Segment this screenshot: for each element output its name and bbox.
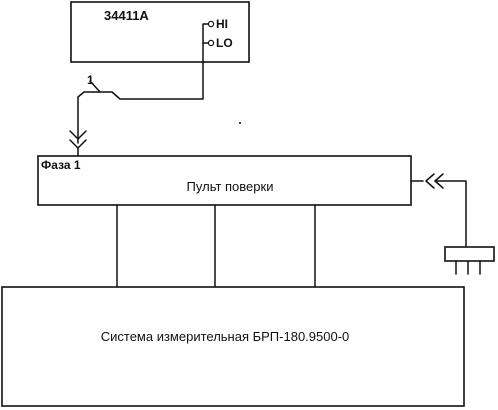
- multimeter-model: 34411A: [104, 8, 149, 23]
- phase-label: Фаза 1: [41, 158, 81, 172]
- plug-body: [444, 246, 495, 262]
- measuring-system: Система измерительная БРП-180.9500-0: [1, 286, 465, 407]
- system-title: Система измерительная БРП-180.9500-0: [101, 329, 350, 344]
- lo-terminal-label: LO: [216, 36, 233, 50]
- hi-terminal-label: HI: [216, 17, 228, 31]
- cable-leader-line: [89, 80, 101, 93]
- interconnect-lines: [116, 204, 316, 288]
- console-box: [37, 155, 412, 206]
- multimeter-box: [70, 1, 250, 63]
- system-box: [1, 286, 465, 407]
- hi-terminal-icon: [207, 20, 215, 28]
- power-cable: [410, 173, 495, 275]
- lo-terminal-icon: [207, 39, 215, 47]
- verification-console: Фаза 1 Пульт поверки: [37, 155, 412, 206]
- cable-label: 1: [87, 73, 94, 87]
- console-title: Пульт поверки: [187, 179, 274, 194]
- multimeter: 34411A HI LO: [70, 1, 250, 63]
- scan-dot: [239, 122, 241, 124]
- power-wire: [434, 180, 467, 248]
- three-pin-plug-icon: [444, 246, 495, 275]
- measuring-cable: 1: [69, 23, 210, 157]
- cable-wire: [77, 23, 210, 144]
